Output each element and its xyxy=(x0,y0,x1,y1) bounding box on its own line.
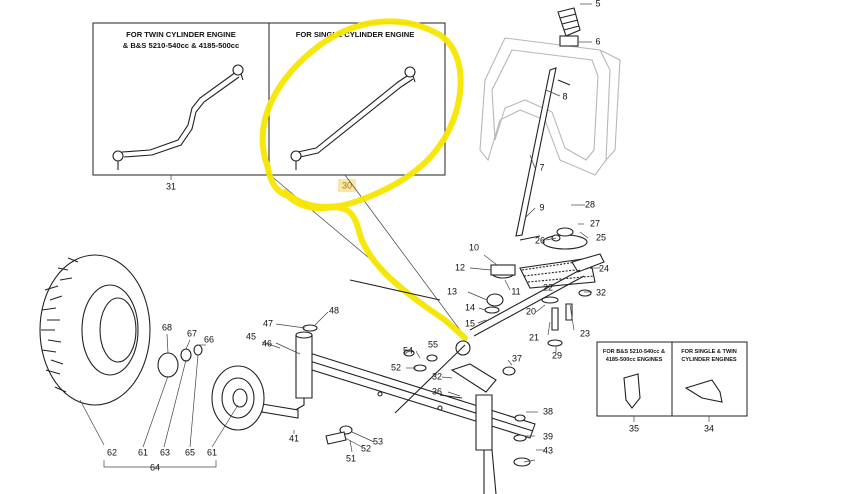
callout-6: 6 xyxy=(595,36,600,46)
callout-26: 26 xyxy=(535,235,545,245)
callout-53: 53 xyxy=(373,436,383,446)
bracket-right-title-1: FOR SINGLE & TWIN xyxy=(681,349,737,355)
callout-9: 9 xyxy=(539,202,544,212)
callout-34: 34 xyxy=(704,423,714,433)
bracket-right-drawing xyxy=(684,379,723,403)
callout-51: 51 xyxy=(346,453,356,463)
callout-23: 23 xyxy=(580,328,590,338)
steering-column xyxy=(515,7,581,241)
bracket-inset: FOR B&S 5210-540cc & 4185-500cc ENGINES … xyxy=(596,341,748,433)
bracket-left-title-2: 4185-500cc ENGINES xyxy=(606,357,663,363)
steering-gear-cluster xyxy=(469,227,605,347)
callout-48: 48 xyxy=(329,305,339,315)
highlight-marker xyxy=(259,18,468,341)
bracket-left-title-1: FOR B&S 5210-540cc & xyxy=(603,349,665,355)
callout-52-upper: 52 xyxy=(391,362,401,372)
callout-labels: 5 6 8 7 9 28 27 26 25 10 12 24 11 22 32 … xyxy=(107,0,609,472)
callout-21: 21 xyxy=(529,332,539,342)
callout-63: 63 xyxy=(160,447,170,457)
callout-10: 10 xyxy=(469,242,479,252)
callout-29: 29 xyxy=(552,350,562,360)
tire-group-bracket xyxy=(103,460,217,468)
callout-22: 22 xyxy=(543,282,553,292)
callout-67: 67 xyxy=(187,328,197,338)
twin-engine-title-2: & B&S 5210-540cc & 4185-500cc xyxy=(123,41,240,50)
single-tie-rod xyxy=(290,66,416,170)
callout-20: 20 xyxy=(526,306,536,316)
callout-45: 45 xyxy=(246,331,256,341)
twin-engine-title-1: FOR TWIN CYLINDER ENGINE xyxy=(126,30,236,39)
callout-30: 30 xyxy=(342,180,352,190)
callout-61-left: 61 xyxy=(138,447,148,457)
callout-37: 37 xyxy=(512,353,522,363)
callout-31: 31 xyxy=(166,181,176,191)
callout-54: 54 xyxy=(403,345,413,355)
callout-32-top: 32 xyxy=(596,287,606,297)
callout-5: 5 xyxy=(595,0,600,8)
leader-lines xyxy=(79,3,600,463)
callout-39: 39 xyxy=(543,431,553,441)
front-tire xyxy=(39,254,151,406)
callout-36: 36 xyxy=(432,386,442,396)
callout-27: 27 xyxy=(590,218,600,228)
callout-41: 41 xyxy=(289,433,299,443)
callout-14: 14 xyxy=(465,302,475,312)
callout-66: 66 xyxy=(204,334,214,344)
callout-24: 24 xyxy=(599,263,609,273)
callout-64: 64 xyxy=(150,462,160,472)
callout-43: 43 xyxy=(543,445,553,455)
callout-15: 15 xyxy=(465,318,475,328)
callout-12: 12 xyxy=(455,262,465,272)
callout-25: 25 xyxy=(596,232,606,242)
twin-tie-rod xyxy=(112,64,244,170)
callout-11: 11 xyxy=(511,286,520,296)
callout-52-lower: 52 xyxy=(361,443,371,453)
callout-32-lower: 32 xyxy=(432,371,442,381)
callout-65: 65 xyxy=(185,447,195,457)
callout-61-right: 61 xyxy=(207,447,217,457)
column-housing-outline xyxy=(479,37,621,176)
callout-8: 8 xyxy=(562,91,567,101)
callout-7: 7 xyxy=(539,162,544,172)
tie-rod-inset: FOR TWIN CYLINDER ENGINE & B&S 5210-540c… xyxy=(92,22,446,192)
callout-35: 35 xyxy=(629,423,639,433)
bracket-right-title-2: CYLINDER ENGINES xyxy=(681,357,737,363)
callout-46: 46 xyxy=(262,338,272,348)
callout-13: 13 xyxy=(447,286,457,296)
callout-47: 47 xyxy=(263,318,273,328)
bracket-left-drawing xyxy=(623,373,641,409)
callout-28: 28 xyxy=(585,199,595,209)
callout-62: 62 xyxy=(107,447,117,457)
callout-38: 38 xyxy=(543,406,553,416)
callout-68: 68 xyxy=(162,322,172,332)
single-engine-title: FOR SINGLE CYLINDER ENGINE xyxy=(296,30,415,39)
part-30-highlight-tag xyxy=(338,179,356,192)
callout-55: 55 xyxy=(428,339,438,349)
